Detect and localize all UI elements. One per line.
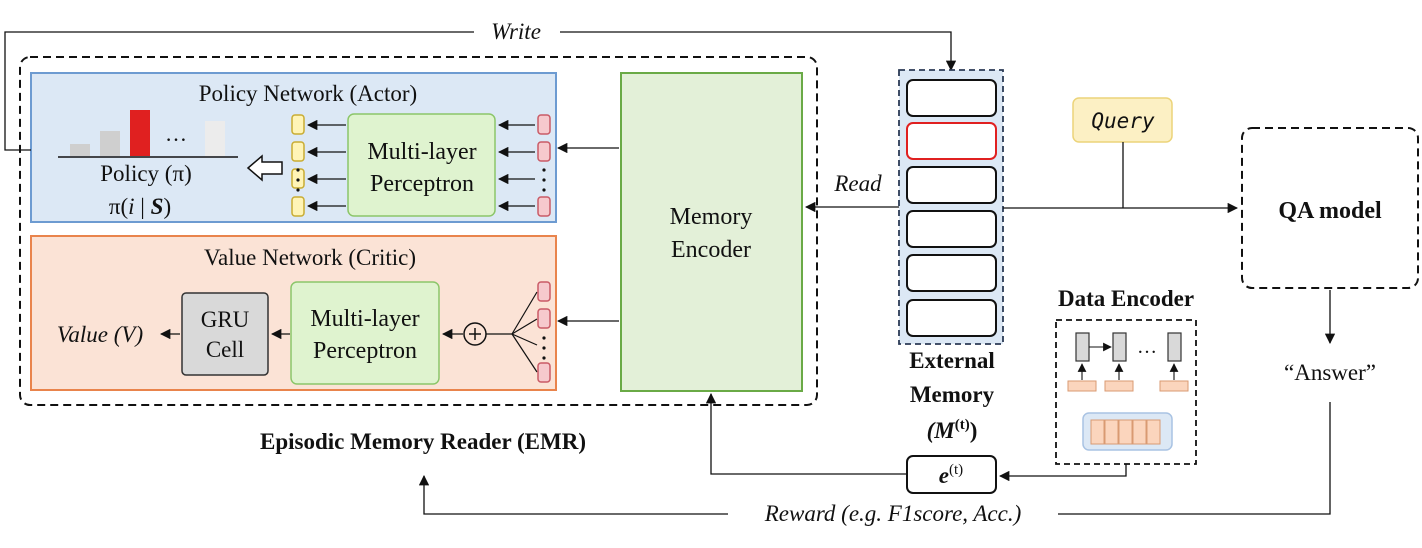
emr-dashed-box [19, 56, 818, 406]
dot [296, 168, 300, 172]
embedding-node [1104, 380, 1134, 392]
value-network-title: Value Network (Critic) [204, 245, 416, 270]
hollow-arrow-left-icon [246, 154, 283, 182]
qa-model-label: QA model [1278, 198, 1382, 224]
memory-encoder-box [620, 72, 803, 392]
policy-mlp-label-1: Multi-layer [367, 139, 476, 165]
input-node [537, 114, 551, 135]
policy-mlp-box [347, 113, 496, 217]
read-label: Read [833, 171, 882, 196]
memory-slot [906, 79, 997, 117]
policy-label: Policy (π) [100, 161, 191, 186]
input-node [537, 308, 551, 329]
dot [542, 356, 546, 360]
embedding-node [1067, 380, 1097, 392]
dot [542, 336, 546, 340]
write-line [4, 31, 474, 151]
data-encoder-rnn: … [1067, 332, 1189, 451]
fan-line [511, 333, 538, 346]
policy-bar [70, 144, 90, 156]
policy-input-nodes [537, 114, 551, 217]
fan-line [511, 291, 538, 335]
gru-label-1: GRU [201, 307, 250, 332]
reward-label: Reward (e.g. F1score, Acc.) [764, 501, 1022, 526]
token-node [1132, 419, 1147, 445]
embedding-node [1159, 380, 1189, 392]
rnn-cell [1075, 332, 1090, 362]
memory-slot [906, 166, 997, 204]
rnn-cell [1167, 332, 1182, 362]
query-label: Query [1091, 109, 1155, 133]
encoder-to-e-arrow [998, 464, 1127, 482]
memory-encoder-label-1: Memory [670, 204, 753, 230]
fan-line [511, 318, 538, 335]
token-node [1090, 419, 1105, 445]
dot [296, 178, 300, 182]
qa-model-box [1241, 127, 1419, 289]
policy-bar-ellipsis: … [165, 121, 187, 146]
token-node [1118, 419, 1133, 445]
write-label: Write [491, 19, 541, 44]
reward-line-right [1058, 402, 1331, 515]
policy-mlp-label-2: Perceptron [370, 171, 474, 197]
memory-encoder-label-2: Encoder [671, 237, 751, 263]
value-mlp-box [290, 281, 440, 385]
reward-arrow-left [418, 474, 728, 515]
input-node [537, 196, 551, 217]
policy-output-dots [296, 168, 300, 192]
e-t-label: e(t) [939, 462, 963, 488]
external-memory-label-2: Memory [910, 382, 995, 407]
dot [542, 168, 546, 172]
dot [296, 188, 300, 192]
policy-bar-selected [130, 110, 150, 156]
output-node [291, 196, 305, 217]
output-node [291, 141, 305, 162]
value-mlp-label-2: Perceptron [313, 338, 417, 364]
data-encoder-title: Data Encoder [1058, 286, 1194, 311]
policy-bar [100, 131, 120, 156]
output-node [291, 114, 305, 135]
memory-slot [906, 299, 997, 337]
fan-line [511, 333, 538, 373]
answer-label: “Answer” [1284, 360, 1376, 385]
token-node [1146, 419, 1161, 445]
emr-caption: Episodic Memory Reader (EMR) [260, 429, 586, 454]
token-node [1104, 419, 1119, 445]
rnn-cell [1112, 332, 1127, 362]
external-memory-label-1: External [909, 348, 995, 373]
policy-bar [205, 121, 225, 156]
input-node [537, 141, 551, 162]
dot [542, 178, 546, 182]
memory-slot [906, 254, 997, 292]
memory-slot-selected [906, 122, 997, 160]
gru-cell-box [181, 292, 269, 376]
memory-slots [906, 79, 997, 337]
policy-network-title: Policy Network (Actor) [199, 81, 417, 106]
policy-formula: π(i | S) [109, 194, 171, 219]
value-input-nodes [537, 281, 551, 383]
value-output-label: Value (V) [57, 322, 143, 347]
gru-label-2: Cell [206, 337, 244, 362]
external-memory-label-3: (M(t)) [927, 417, 978, 443]
write-arrow [560, 31, 957, 72]
memory-slot [906, 210, 997, 248]
policy-output-nodes [291, 114, 305, 217]
value-mlp-label-1: Multi-layer [310, 306, 419, 332]
rnn-ellipsis: … [1137, 336, 1157, 358]
dot [542, 346, 546, 350]
dot [542, 188, 546, 192]
input-node [537, 362, 551, 383]
e-to-encoder-arrow [705, 392, 907, 475]
input-node [537, 281, 551, 302]
